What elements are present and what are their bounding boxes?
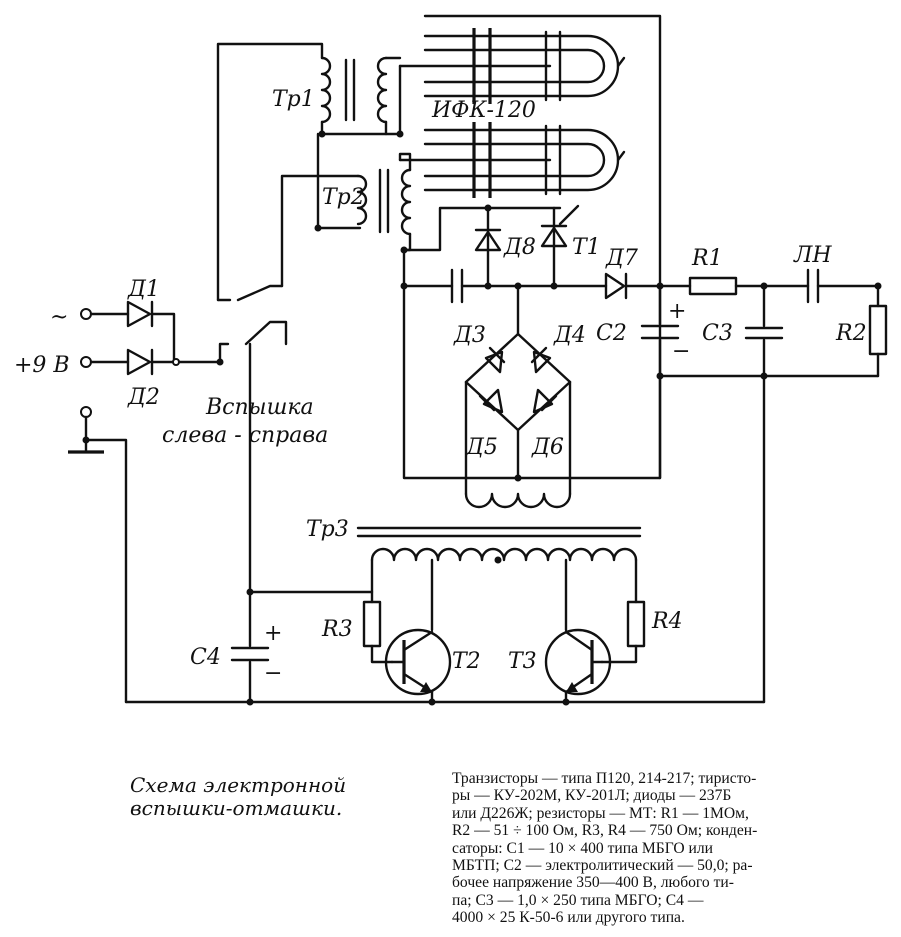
d4-label: Д4 bbox=[553, 323, 586, 348]
transistor-t3: Т3 bbox=[508, 628, 612, 704]
transformer-tr3: Тр3 bbox=[306, 492, 642, 562]
switch-label-1: Вспышка bbox=[205, 395, 314, 420]
plus9-label: +9 В bbox=[14, 353, 70, 378]
transformer-tr1: Тр1 bbox=[272, 56, 388, 124]
switch: Вспышка слева - справа bbox=[162, 284, 328, 594]
figure-caption: Схема электронной вспышки-отмашки. bbox=[130, 774, 430, 820]
thyristor-t1: Т1 bbox=[540, 204, 601, 288]
d8-label: Д8 bbox=[503, 235, 536, 260]
t1-label: Т1 bbox=[572, 235, 601, 260]
c2-plus: + bbox=[668, 299, 686, 324]
flash-lamp-1 bbox=[398, 28, 626, 104]
switch-label-2: слева - справа bbox=[162, 423, 328, 448]
note-line: саторы: С1 — 10 × 400 типа МБГО или bbox=[452, 839, 714, 857]
d6-label: Д6 bbox=[531, 435, 564, 460]
trigger-wiring bbox=[216, 42, 562, 302]
r1-label: R1 bbox=[691, 246, 723, 271]
transformer-tr2: Тр2 bbox=[322, 168, 412, 236]
diode-d8: Д8 bbox=[474, 206, 536, 288]
input-9v: +9 В Д2 bbox=[14, 348, 224, 410]
d1-label: Д1 bbox=[127, 277, 160, 302]
capacitor-c4: С4 + − bbox=[190, 590, 282, 704]
c2-label: С2 bbox=[596, 321, 627, 346]
circuit-diagram: ИФК-120 Тр1 Тр2 Д8 bbox=[14, 14, 888, 706]
caption-line-1: Схема электронной bbox=[130, 773, 347, 797]
note-line: ры — КУ-202М, КУ-201Л; диоды — 237Б bbox=[452, 787, 732, 805]
t2-label: Т2 bbox=[452, 649, 481, 674]
resistor-r2: R2 bbox=[835, 284, 888, 378]
r3-label: R3 bbox=[321, 617, 353, 642]
c4-label: С4 bbox=[190, 645, 221, 670]
note-line: или Д226Ж; резисторы — МТ: R1 — 1МОм, bbox=[452, 804, 749, 822]
d7-label: Д7 bbox=[605, 246, 638, 271]
tr1-label: Тр1 bbox=[272, 87, 315, 112]
lh-label: ЛН bbox=[793, 243, 832, 268]
c4-minus: − bbox=[264, 661, 282, 686]
c2-minus: − bbox=[672, 339, 690, 364]
ground-symbol bbox=[68, 406, 128, 704]
note-line: R2 — 51 ÷ 100 Ом, R3, R4 — 750 Ом; конде… bbox=[452, 822, 758, 840]
d2-label: Д2 bbox=[127, 385, 160, 410]
capacitor-c2: С2 + − bbox=[596, 284, 690, 480]
ac-label: ~ bbox=[50, 305, 68, 330]
c4-plus: + bbox=[264, 621, 282, 646]
resistor-r1: R1 bbox=[688, 246, 810, 296]
r4-label: R4 bbox=[651, 609, 683, 634]
diode-d7: Д7 bbox=[604, 246, 692, 300]
diode-bridge: Д3 Д4 Д5 Д6 bbox=[453, 284, 586, 496]
t3-label: Т3 bbox=[508, 649, 537, 674]
r2-label: R2 bbox=[835, 321, 867, 346]
note-line: па; С3 — 1,0 × 250 типа МБГО; С4 — bbox=[452, 891, 704, 909]
input-ac: ~ Д1 bbox=[50, 277, 176, 364]
note-line: бочее напряжение 350—400 В, любого ти- bbox=[452, 874, 734, 892]
d3-label: Д3 bbox=[453, 323, 486, 348]
transistor-t2: Т2 bbox=[384, 628, 481, 704]
capacitor-c3: С3 bbox=[702, 284, 784, 704]
capacitor-lh: ЛН bbox=[793, 243, 880, 304]
note-line: МБТП; С2 — электролитический — 50,0; ра- bbox=[452, 857, 753, 875]
tr3-label: Тр3 bbox=[306, 517, 349, 542]
d5-label: Д5 bbox=[465, 435, 498, 460]
flash-lamp-2 bbox=[398, 122, 626, 198]
note-line: 4000 × 25 К-50-6 или другого типа. bbox=[452, 909, 685, 927]
c3-label: С3 bbox=[702, 321, 733, 346]
tr2-label: Тр2 bbox=[322, 185, 365, 210]
caption-line-2: вспышки-отмашки. bbox=[130, 796, 343, 820]
components-note: Транзисторы — типа П120, 214-217; тирист… bbox=[452, 770, 884, 927]
capacitor-c1 bbox=[402, 268, 608, 304]
inverter: R3 R4 bbox=[246, 556, 683, 664]
note-line: Транзисторы — типа П120, 214-217; тирист… bbox=[452, 770, 757, 787]
lamp-label: ИФК-120 bbox=[431, 98, 536, 123]
